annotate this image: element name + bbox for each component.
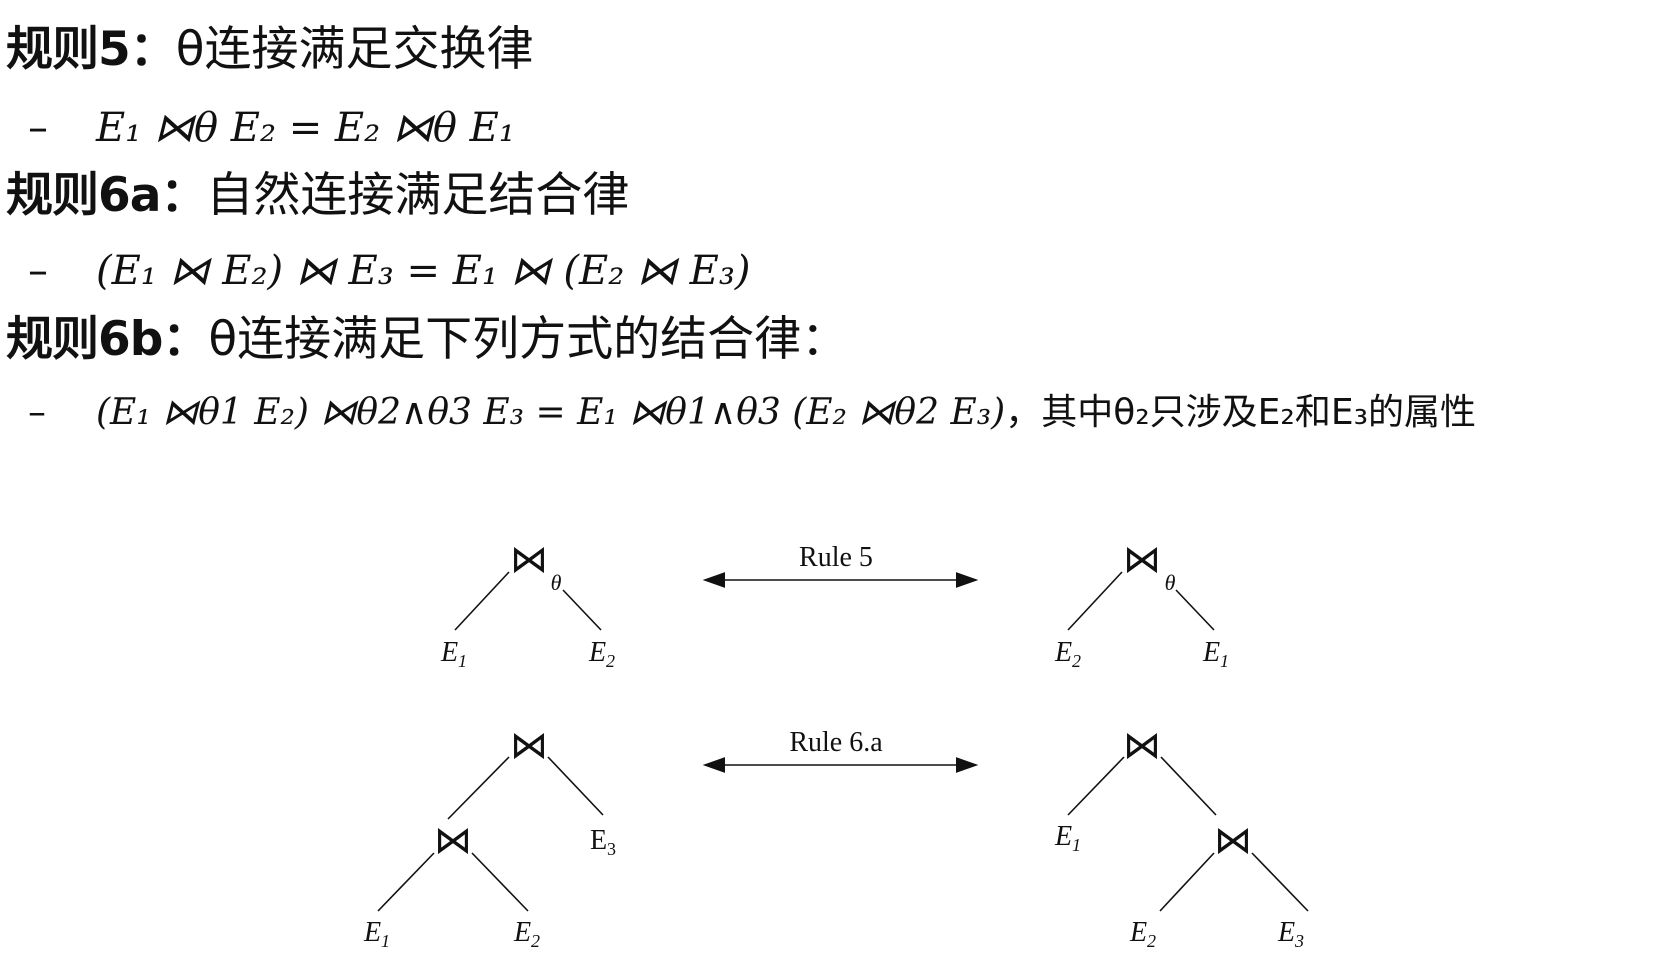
tree-edge bbox=[1067, 571, 1123, 631]
leaf-relation: E3 bbox=[590, 825, 616, 859]
bullet-dash: – bbox=[28, 105, 48, 151]
bullet-dash: – bbox=[28, 392, 46, 433]
join-node-symbol: ⋈ bbox=[510, 725, 548, 767]
rule5-formula-line: – E₁ ⋈θ E₂ = E₂ ⋈θ E₁ bbox=[28, 103, 515, 153]
rule6a-tag: 规则6a： bbox=[6, 168, 207, 223]
theta-condition: θ bbox=[551, 570, 562, 595]
rule6a-heading: 规则6a：自然连接满足结合律 bbox=[6, 168, 629, 224]
rule6a-arrow-label: Rule 6.a bbox=[789, 727, 883, 758]
rule6a-formula-line: – (E₁ ⋈ E₂) ⋈ E₃ = E₁ ⋈ (E₂ ⋈ E₃) bbox=[28, 246, 751, 296]
rule5-heading: 规则5：θ连接满足交换律 bbox=[6, 22, 533, 78]
tree-edge bbox=[377, 852, 435, 912]
rule6b-tag: 规则6b： bbox=[6, 312, 209, 367]
tree-edge bbox=[1175, 589, 1215, 631]
rule5-tag: 规则5： bbox=[6, 22, 177, 77]
leaf-relation: E1 bbox=[440, 637, 467, 671]
leaf-relation: E2 bbox=[1129, 917, 1156, 951]
tree-edge bbox=[454, 571, 510, 631]
tree-edge bbox=[1159, 852, 1215, 912]
leaf-relation: E2 bbox=[1054, 637, 1081, 671]
tree-edge bbox=[1067, 756, 1125, 816]
rule6a-description: 自然连接满足结合律 bbox=[206, 168, 630, 223]
join-node-symbol: ⋈ bbox=[1123, 725, 1161, 767]
join-node-symbol: ⋈ bbox=[510, 539, 548, 581]
leaf-relation: E1 bbox=[1054, 821, 1081, 855]
rule6b-formula: (E₁ ⋈θ1 E₂) ⋈θ2∧θ3 E₃ = E₁ ⋈θ1∧θ3 (E₂ ⋈θ… bbox=[96, 392, 1006, 433]
theta-condition: θ bbox=[1165, 570, 1176, 595]
bullet-dash: – bbox=[28, 248, 48, 294]
rule6b-formula-line: – (E₁ ⋈θ1 E₂) ⋈θ2∧θ3 E₃ = E₁ ⋈θ1∧θ3 (E₂ ⋈… bbox=[28, 388, 1476, 438]
rule5-arrow-label: Rule 5 bbox=[799, 542, 873, 573]
rule6b-note: ，其中θ₂只涉及E₂和E₃的属性 bbox=[1005, 392, 1477, 433]
leaf-relation: E2 bbox=[513, 917, 540, 951]
rule6b-heading: 规则6b：θ连接满足下列方式的结合律： bbox=[6, 312, 848, 368]
leaf-relation: E1 bbox=[363, 917, 390, 951]
rule5-formula: E₁ ⋈θ E₂ = E₂ ⋈θ E₁ bbox=[96, 105, 515, 151]
tree-edge bbox=[562, 589, 602, 631]
tree-edge bbox=[1160, 756, 1217, 816]
tree-edge bbox=[471, 852, 529, 912]
rule6a-formula: (E₁ ⋈ E₂) ⋈ E₃ = E₁ ⋈ (E₂ ⋈ E₃) bbox=[96, 248, 751, 294]
rule6b-description: θ连接满足下列方式的结合律： bbox=[208, 312, 849, 367]
join-node-symbol: ⋈ bbox=[434, 820, 472, 862]
leaf-relation: E3 bbox=[1277, 917, 1304, 951]
leaf-relation: E1 bbox=[1202, 637, 1229, 671]
join-node-symbol: ⋈ bbox=[1123, 539, 1161, 581]
tree-edge bbox=[547, 756, 604, 816]
tree-edge bbox=[447, 756, 510, 820]
rule5-description: θ连接满足交换律 bbox=[175, 22, 534, 77]
leaf-relation: E2 bbox=[588, 637, 615, 671]
join-node-symbol: ⋈ bbox=[1214, 820, 1252, 862]
tree-edge bbox=[1251, 852, 1309, 912]
